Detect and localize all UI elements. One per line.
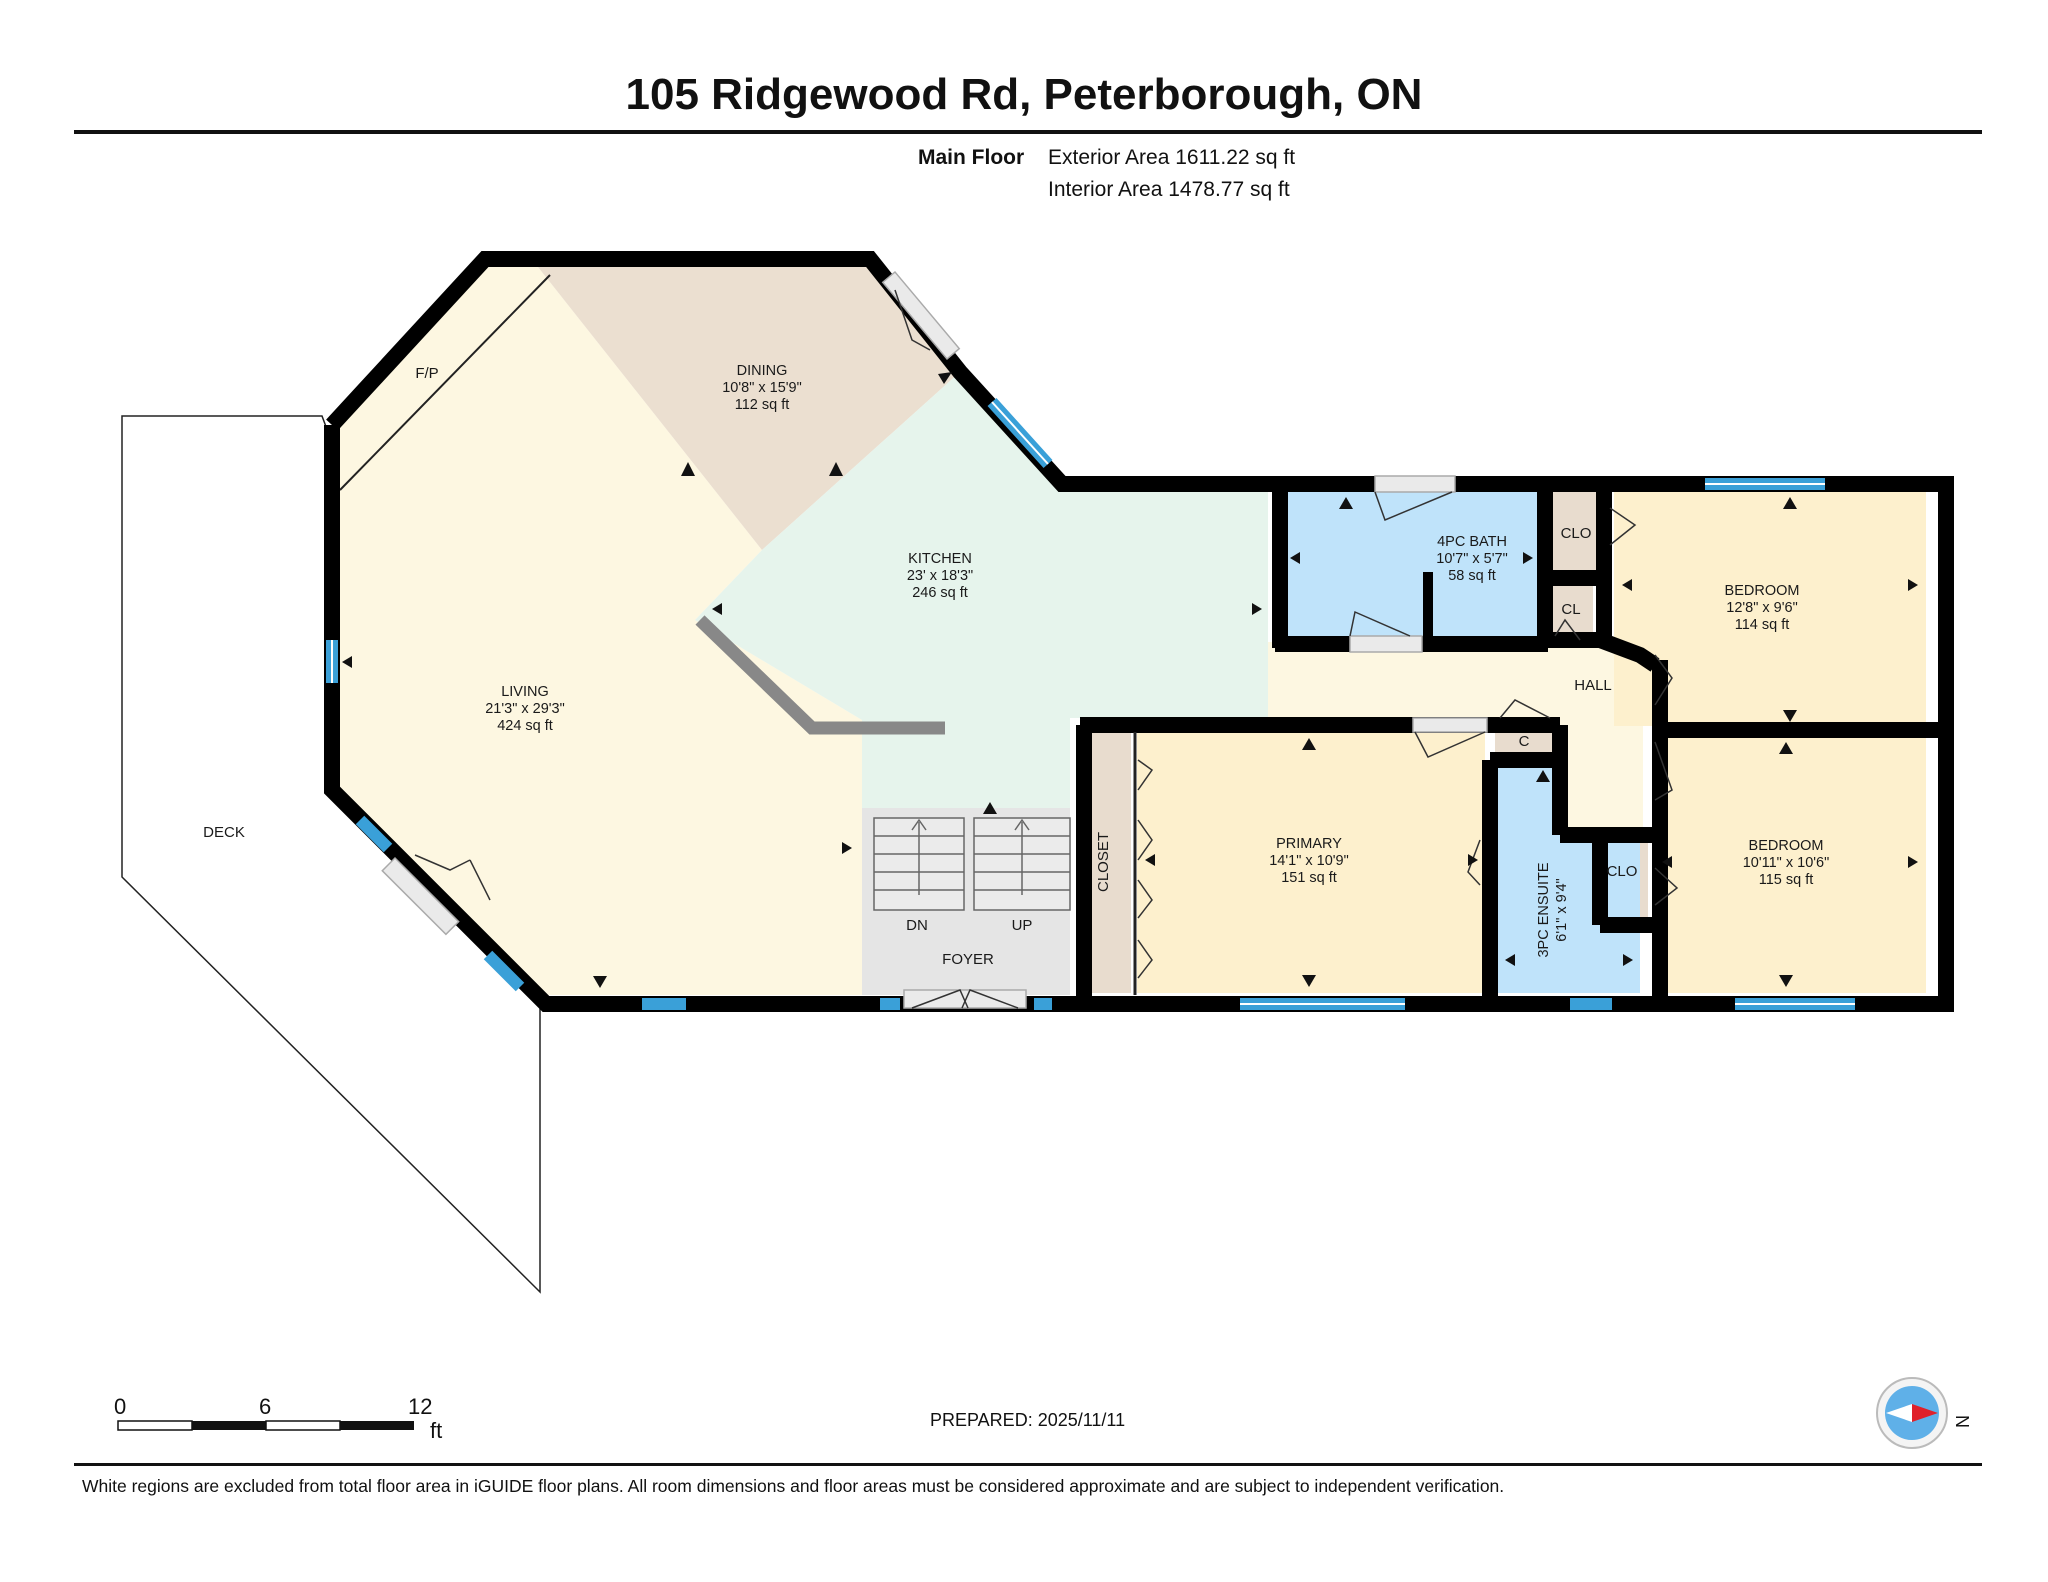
ensuite-dims: 6'1" x 9'4": [1554, 878, 1570, 941]
doors: [381, 270, 1679, 1009]
scale-bar: 0 6 12 ft: [114, 1394, 442, 1443]
living-room: [332, 267, 862, 995]
bedroom2-name: BEDROOM: [1749, 838, 1824, 854]
hall-area: [1268, 635, 1643, 830]
hall-label: HALL: [1574, 677, 1612, 694]
fireplace-line: [339, 274, 551, 491]
primary-name: PRIMARY: [1276, 836, 1342, 852]
living-name: LIVING: [501, 684, 549, 700]
bath4-name: 4PC BATH: [1437, 534, 1507, 550]
primary-dims: 14'1" x 10'9": [1269, 853, 1349, 869]
scale-unit: ft: [430, 1418, 442, 1443]
page-title: 105 Ridgewood Rd, Peterborough, ON: [625, 70, 1423, 119]
deck-label: DECK: [203, 824, 245, 841]
primary-area: 151 sq ft: [1281, 870, 1337, 886]
dining-room: [538, 267, 960, 550]
scale-tick-6: 6: [259, 1394, 271, 1419]
measure-ticks: [342, 372, 1918, 988]
prepared-date: PREPARED: 2025/11/11: [930, 1410, 1126, 1430]
stairs-up-label: UP: [1012, 917, 1033, 934]
exterior-area: Exterior Area 1611.22 sq ft: [1048, 146, 1296, 169]
c-label: C: [1519, 733, 1530, 750]
bedroom2-room: [1652, 738, 1926, 993]
deck-outline: [121, 415, 541, 1294]
ensuite-name: 3PC ENSUITE: [1536, 862, 1552, 957]
foyer-label: FOYER: [942, 951, 994, 968]
dining-name: DINING: [737, 363, 788, 379]
cl-room: [1549, 585, 1593, 635]
bedroom2-area: 115 sq ft: [1759, 872, 1814, 888]
kitchen-dims: 23' x 18'3": [907, 568, 973, 584]
dining-dims: 10'8" x 15'9": [722, 380, 802, 396]
bath4-dims: 10'7" x 5'7": [1436, 551, 1507, 567]
primary-room: [1137, 730, 1485, 993]
compass-icon: N: [1876, 1377, 1972, 1449]
closet-label: CLOSET: [1095, 832, 1112, 892]
kitchen-counter: [695, 615, 945, 735]
dining-area: 112 sq ft: [735, 397, 790, 413]
floor-label: Main Floor: [918, 146, 1025, 169]
bedroom1-dims: 12'8" x 9'6": [1726, 600, 1797, 616]
bedroom1-name: BEDROOM: [1725, 583, 1800, 599]
cl-label: CL: [1561, 601, 1580, 618]
clo-top-label: CLO: [1561, 525, 1592, 542]
kitchen-name: KITCHEN: [908, 551, 972, 567]
bath-room: [1279, 492, 1541, 642]
living-dims: 21'3" x 29'3": [485, 701, 565, 717]
scale-tick-0: 0: [114, 1394, 126, 1419]
bedroom2-dims: 10'11" x 10'6": [1743, 855, 1830, 871]
compass-north-label: N: [1952, 1415, 1972, 1428]
fireplace-label: F/P: [415, 365, 438, 382]
clo-bottom-label: CLO: [1607, 863, 1638, 880]
clo-top-room: [1549, 492, 1604, 574]
bath4-area: 58 sq ft: [1448, 568, 1496, 584]
stairs-down-label: DN: [906, 917, 928, 934]
footnote: White regions are excluded from total fl…: [82, 1476, 1505, 1496]
kitchen-area: 246 sq ft: [912, 585, 968, 601]
footer-rule: [74, 1463, 1982, 1466]
header-rule: [74, 130, 1982, 134]
scale-tick-12: 12: [408, 1394, 432, 1419]
bedroom1-area: 114 sq ft: [1735, 617, 1790, 633]
ensuite-room: [1497, 765, 1640, 993]
stairs: [873, 817, 1071, 911]
interior-area: Interior Area 1478.77 sq ft: [1048, 178, 1290, 201]
living-area: 424 sq ft: [497, 718, 553, 734]
